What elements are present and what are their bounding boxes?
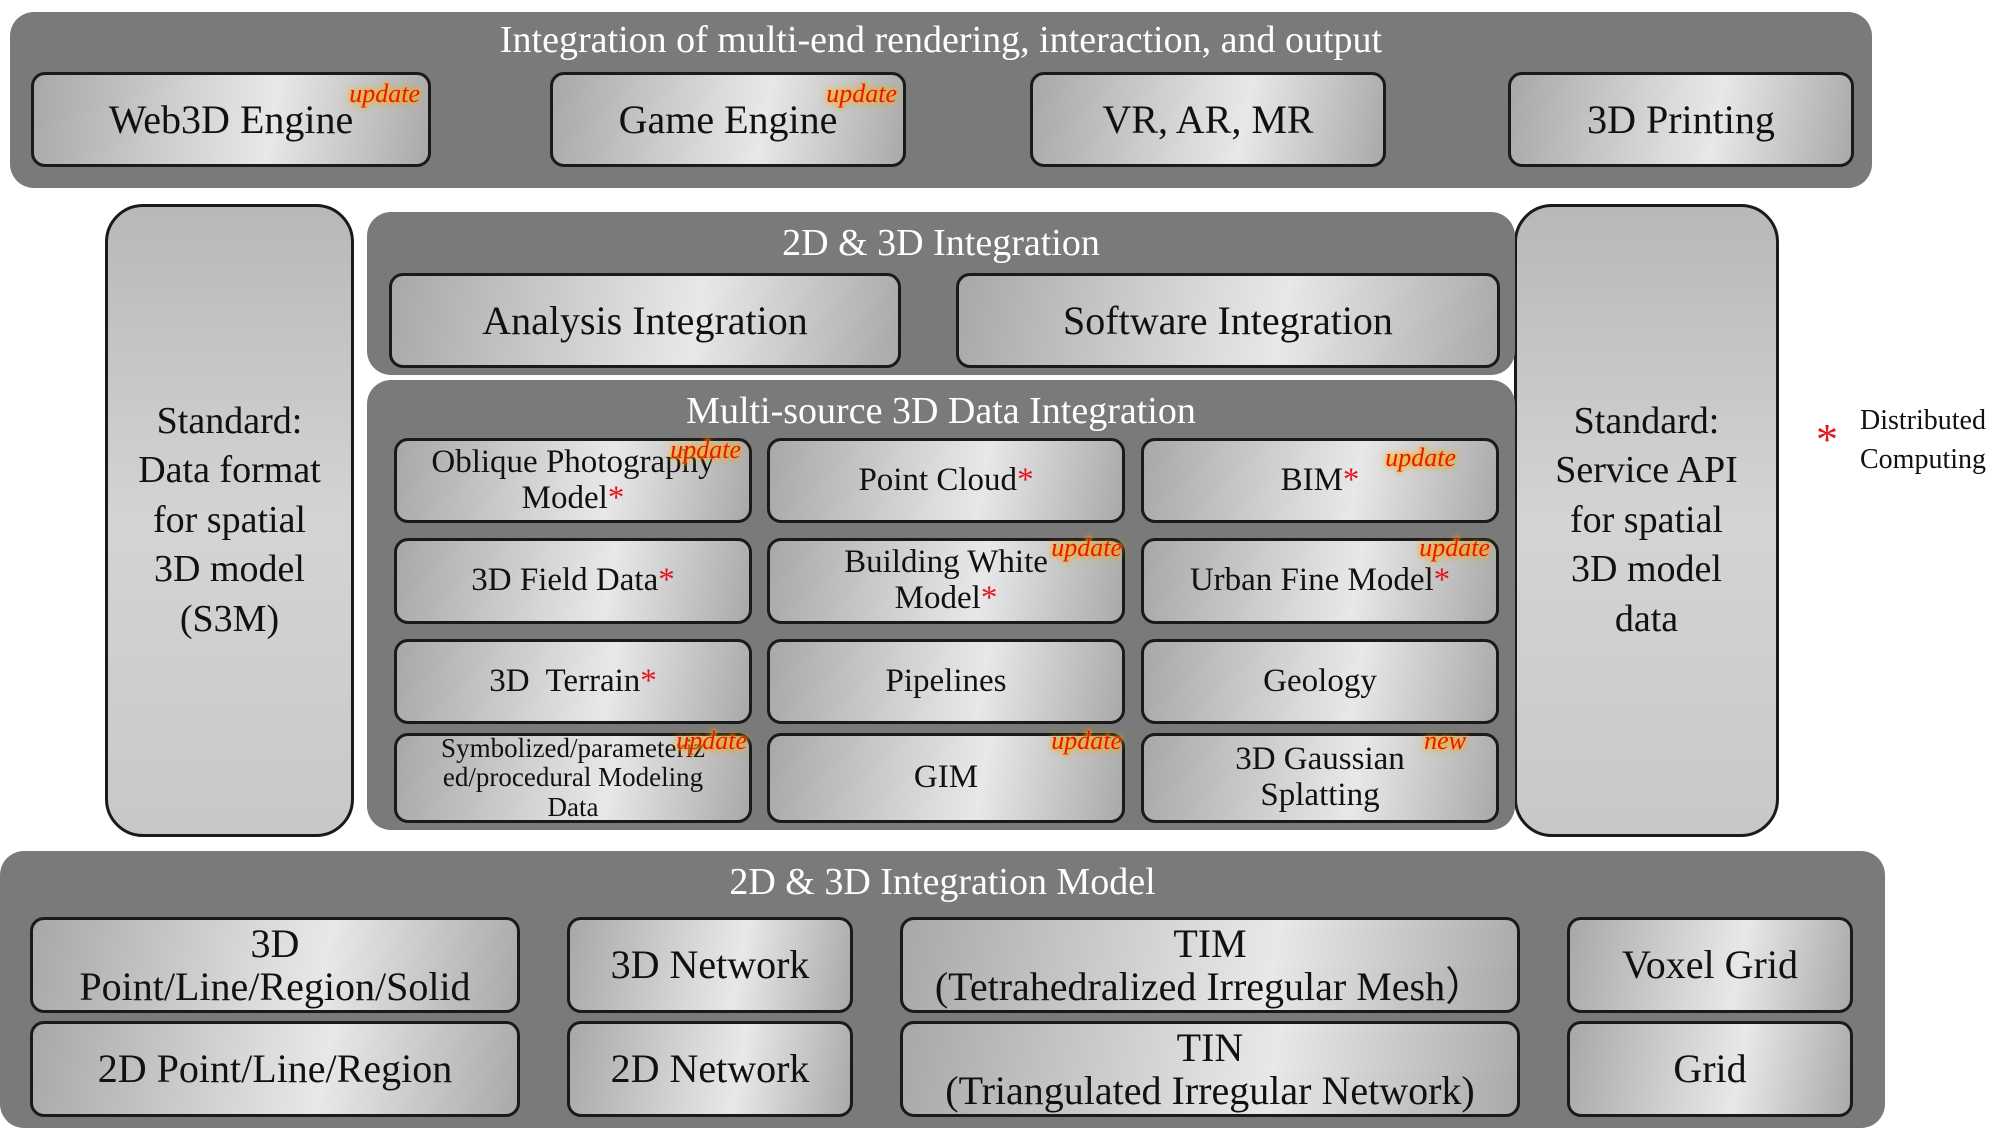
voxel-grid-box: Voxel Grid bbox=[1567, 917, 1853, 1013]
3d-printing-label: 3D Printing bbox=[1587, 96, 1775, 142]
symbolized-modeling-cell: Symbolized/parameteriz ed/procedural Mod… bbox=[394, 728, 752, 823]
2d-network-box: 2D Network bbox=[567, 1021, 853, 1117]
oblique-photography-label: Oblique Photography Model bbox=[431, 443, 715, 516]
3d-point-line-region-solid-box: 3D Point/Line/Region/Solid bbox=[30, 917, 520, 1013]
gaussian-splatting-cell: 3D Gaussian Splatting new bbox=[1141, 728, 1499, 823]
distributed-star-icon: * bbox=[980, 580, 998, 616]
update-tag: update bbox=[1385, 443, 1456, 472]
rendering-output-panel: Integration of multi-end rendering, inte… bbox=[10, 12, 1872, 188]
update-tag: update bbox=[1051, 533, 1122, 562]
update-tag: update bbox=[670, 435, 741, 464]
vr-ar-mr-label: VR, AR, MR bbox=[1102, 96, 1314, 142]
tim-box: TIM (Tetrahedralized Irregular Mesh） bbox=[900, 917, 1520, 1013]
update-tag: update bbox=[1419, 533, 1490, 562]
field-data-cell: 3D Field Data* bbox=[394, 538, 752, 624]
urban-fine-model-cell: Urban Fine Model* update bbox=[1141, 533, 1499, 624]
analysis-integration-label: Analysis Integration bbox=[482, 297, 808, 343]
integration-2d3d-panel: 2D & 3D Integration Analysis Integration… bbox=[367, 212, 1515, 375]
service-api-standard-label: Standard: Service API for spatial 3D mod… bbox=[1555, 400, 1738, 640]
tin-label: TIN (Triangulated Irregular Network) bbox=[945, 1024, 1475, 1113]
integration-2d3d-title: 2D & 3D Integration bbox=[782, 222, 1100, 264]
integration-model-panel: 2D & 3D Integration Model 3D Point/Line/… bbox=[0, 851, 1885, 1128]
distributed-star-icon: * bbox=[640, 662, 657, 699]
game-engine-box: Game Engine update bbox=[550, 72, 906, 167]
update-tag: update bbox=[1051, 726, 1122, 755]
legend-text: Distributed Computing bbox=[1860, 405, 1987, 475]
grid-box: Grid bbox=[1567, 1021, 1853, 1117]
update-tag: update bbox=[349, 79, 420, 108]
oblique-photography-cell: Oblique Photography Model* update bbox=[394, 435, 752, 523]
new-tag: new bbox=[1424, 726, 1466, 755]
gim-label: GIM bbox=[913, 759, 979, 796]
2d-network-label: 2D Network bbox=[610, 1046, 810, 1092]
distributed-star-icon: * bbox=[1342, 461, 1360, 498]
tin-box: TIN (Triangulated Irregular Network) bbox=[900, 1021, 1520, 1117]
pipelines-label: Pipelines bbox=[885, 662, 1007, 699]
distributed-star-icon: * bbox=[658, 562, 675, 599]
update-tag: update bbox=[826, 79, 897, 108]
integration-model-title: 2D & 3D Integration Model bbox=[729, 861, 1156, 903]
tim-label: TIM (Tetrahedralized Irregular Mesh） bbox=[934, 920, 1486, 1009]
2d-point-line-region-box: 2D Point/Line/Region bbox=[30, 1021, 520, 1117]
game-engine-label: Game Engine bbox=[618, 96, 838, 142]
vr-ar-mr-box: VR, AR, MR bbox=[1030, 72, 1386, 167]
bim-label: BIM bbox=[1280, 461, 1343, 498]
update-tag: update bbox=[676, 726, 747, 755]
terrain-label: 3D Terrain bbox=[489, 662, 641, 699]
pipelines-cell: Pipelines bbox=[767, 639, 1125, 724]
s3m-standard-pillar: Standard: Data format for spatial 3D mod… bbox=[105, 204, 354, 837]
gaussian-splatting-label: 3D Gaussian Splatting bbox=[1235, 741, 1405, 813]
point-cloud-label: Point Cloud bbox=[858, 461, 1018, 498]
distributed-star-icon: * bbox=[1433, 562, 1451, 599]
gim-cell: GIM update bbox=[767, 728, 1125, 823]
point-cloud-cell: Point Cloud* bbox=[767, 438, 1125, 523]
terrain-cell: 3D Terrain* bbox=[394, 639, 752, 724]
analysis-integration-box: Analysis Integration bbox=[389, 273, 901, 368]
geology-cell: Geology bbox=[1141, 639, 1499, 724]
3d-network-label: 3D Network bbox=[610, 942, 810, 988]
symbolized-modeling-label: Symbolized/parameteriz ed/procedural Mod… bbox=[441, 733, 705, 822]
multisource-title: Multi-source 3D Data Integration bbox=[686, 390, 1196, 432]
building-white-model-cell: Building White Model* update bbox=[767, 533, 1125, 624]
legend-star-icon: * bbox=[1816, 415, 1838, 464]
rendering-output-title: Integration of multi-end rendering, inte… bbox=[499, 19, 1383, 61]
urban-fine-model-label: Urban Fine Model bbox=[1189, 562, 1434, 599]
3d-point-line-region-solid-label: 3D Point/Line/Region/Solid bbox=[79, 920, 471, 1009]
3d-network-box: 3D Network bbox=[567, 917, 853, 1013]
distributed-star-icon: * bbox=[607, 479, 625, 516]
software-integration-box: Software Integration bbox=[956, 273, 1500, 368]
geology-label: Geology bbox=[1263, 662, 1377, 699]
voxel-grid-label: Voxel Grid bbox=[1622, 942, 1798, 988]
web3d-engine-box: Web3D Engine update bbox=[31, 72, 431, 167]
bim-cell: BIM* update bbox=[1141, 438, 1499, 523]
multisource-panel: Multi-source 3D Data Integration Oblique… bbox=[367, 380, 1515, 830]
web3d-engine-label: Web3D Engine bbox=[108, 96, 354, 142]
software-integration-label: Software Integration bbox=[1063, 297, 1393, 343]
2d-point-line-region-label: 2D Point/Line/Region bbox=[97, 1046, 453, 1092]
service-api-standard-pillar: Standard: Service API for spatial 3D mod… bbox=[1514, 204, 1779, 837]
building-white-model-label: Building White Model bbox=[844, 544, 1048, 616]
grid-label: Grid bbox=[1673, 1046, 1747, 1092]
3d-printing-box: 3D Printing bbox=[1508, 72, 1854, 167]
s3m-standard-label: Standard: Data format for spatial 3D mod… bbox=[138, 400, 321, 640]
field-data-label: 3D Field Data bbox=[471, 562, 659, 599]
distributed-star-icon: * bbox=[1017, 461, 1034, 498]
